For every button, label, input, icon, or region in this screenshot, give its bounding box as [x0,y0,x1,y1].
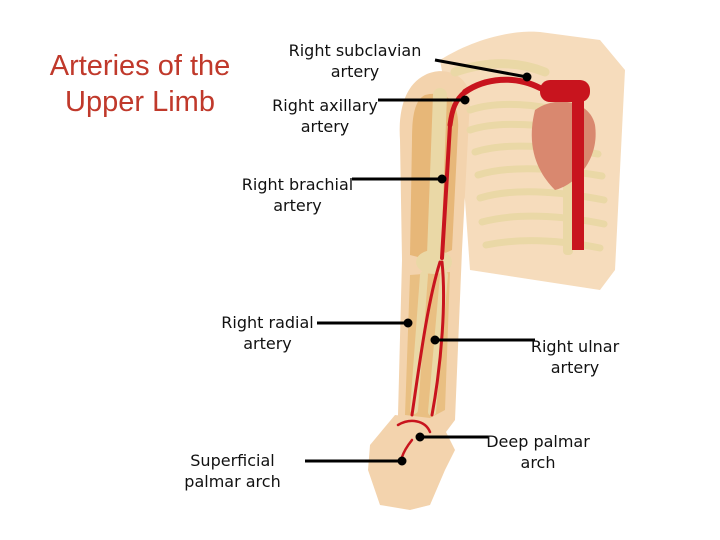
leader-lines [305,58,535,466]
label-ulnar: Right ulnar artery [530,337,620,377]
axillary-artery-path [447,89,468,128]
clavicle-bone [450,59,550,77]
ulnar-artery-path [430,260,446,417]
leader-subclavian [434,58,528,79]
label-superficial-arch: Superficial palmar arch [184,451,281,491]
label-axillary: Right axillary artery [272,96,378,136]
title-line-1: Arteries of the [49,50,231,82]
elbow-joint [416,250,452,274]
hand-skin [368,415,455,510]
ulna-bone [428,271,448,416]
label-brachial: Right brachial artery [241,175,354,215]
artery-tree [396,76,543,464]
aortic-arch [540,80,590,102]
label-subclavian: Right subclavian artery [288,41,422,81]
descending-aorta [572,100,584,250]
diagram-title: Arteries of the Upper Limb [20,48,260,120]
radial-artery-path [410,260,442,417]
humerus-bone [427,88,447,262]
subclavian-artery-path [462,76,543,95]
label-radial: Right radial artery [221,313,314,353]
brachial-artery-path [440,123,452,260]
label-deep-arch: Deep palmar arch [486,432,590,472]
deep-arch-path [396,419,432,434]
title-line-2: Upper Limb [65,86,215,118]
